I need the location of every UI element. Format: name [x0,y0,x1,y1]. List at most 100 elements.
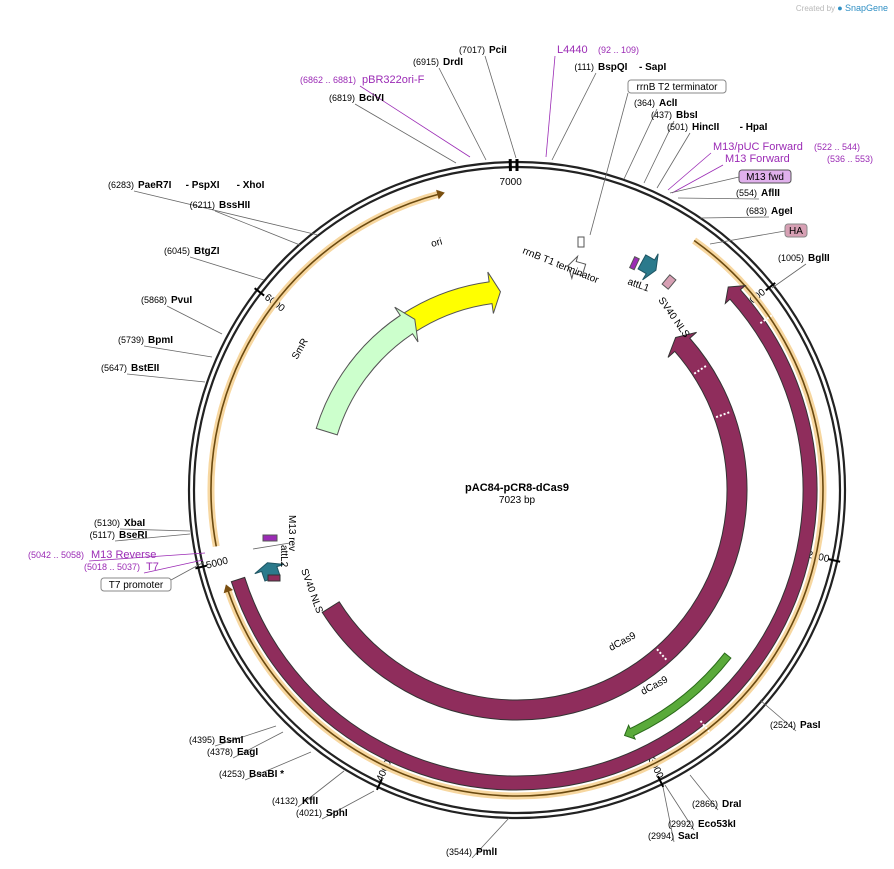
enzyme-name-16: AgeI [771,206,793,217]
primer-name-3: M13 Forward [725,153,790,165]
boxed-feature-0[interactable] [627,79,727,94]
primer-name-4: M13 Reverse [91,549,156,561]
boxed-feature-label-0: rrnB T2 terminator [637,82,719,93]
enzyme-pos-1: (6915) [413,57,439,67]
enzyme-name-1: DrdI [443,57,463,68]
dcas9-inner-arrow[interactable] [321,331,748,721]
m13-rev-leader [252,542,291,550]
enzyme-pos-5: (6045) [164,246,190,256]
sv40-nls-marker-2 [267,574,281,582]
smr-arrow[interactable] [315,306,419,436]
primer-pos-1: (6862 .. 6881) [300,75,356,85]
enzyme-name-10: BseRI [119,530,148,541]
rrnb-t1-arrow[interactable] [567,254,587,281]
m13-fwd-leader [669,176,740,194]
boxed-feature-label-3: T7 promoter [109,580,164,591]
ruler-tick-6000 [254,287,265,297]
ruler-label-5000: 5000 [205,555,230,571]
enzyme-leader-12 [623,108,658,180]
enzyme-name-18: PasI [800,720,821,731]
enzyme-pos-10: (5117) [90,530,115,540]
feature-label-4: SV40 NLS [656,295,692,340]
enzyme-leader-22 [471,817,510,859]
enzyme-pos-23: (4021) [296,808,322,818]
enzyme-name-23: SphI [326,808,348,819]
enzyme-leader-24 [297,770,345,808]
enzyme-name-22: PmlI [476,847,497,858]
enzyme-name-8: BstEII [131,363,160,374]
enzyme-name-27: BsmI [219,735,244,746]
primer-leader-1 [359,85,471,158]
snapgene-brand: Created by ● SnapGene [796,3,888,13]
boxed-feature-1[interactable] [738,169,792,184]
primer-leader-3 [671,164,724,194]
enzyme-pos-13: (437) [651,110,672,120]
boxed-feature-3[interactable] [100,577,172,592]
feature-break-0 [759,313,775,325]
primer-leader-4 [88,552,206,562]
enzyme-pos-0: (7017) [459,45,485,55]
ruler-tick-2000 [828,558,841,563]
enzyme-pos-16: (683) [746,206,767,216]
feature-label-9: SV40 NLS [298,567,324,615]
ruler-tick-3000 [657,775,665,788]
enzyme-leader-5 [189,256,265,281]
boxed-feature-2[interactable] [784,223,808,238]
feature-break-3 [715,410,732,419]
enzyme-extra-3-1: - XhoI [237,180,265,191]
enzyme-pos-11: (111) [574,62,594,72]
enzyme-pos-8: (5647) [101,363,127,373]
feature-label-0: ori [430,236,444,250]
primer-pos-5: (5018 .. 5037) [84,562,140,572]
feature-label-8: attL2 [278,545,289,568]
enzyme-pos-22: (3544) [446,847,472,857]
enzyme-name-12: AclI [659,98,678,109]
dcas9-outer-arrow[interactable] [230,284,818,791]
enzyme-leader-6 [166,305,223,335]
primer-name-1: pBR322ori-F [362,74,425,86]
feature-label-7: M13 rev [286,515,297,551]
enzyme-name-19: DraI [722,799,742,810]
primer-name-2: M13/pUC Forward [713,141,803,153]
feature-break-1 [699,720,712,735]
enzyme-pos-3: (6283) [108,180,134,190]
enzyme-leader-11 [551,72,597,161]
enzyme-pos-24: (4132) [272,796,298,806]
enzyme-leader-1 [438,67,487,161]
enzyme-leader-9 [119,528,191,532]
enzyme-extra-11-0: - SapI [639,62,666,73]
enzyme-leader-21 [662,786,675,843]
enzyme-leader-16 [699,216,770,219]
leader-lines [88,55,807,859]
enzyme-pos-15: (554) [736,188,757,198]
m13-rev-marker [262,534,278,542]
feature-label-5: dCas9 [607,630,638,653]
enzyme-leader-7 [143,345,213,358]
enzyme-pos-4: (6211) [190,200,215,210]
ruler-tick-4000 [375,778,383,791]
ha-marker [661,274,677,290]
enzyme-name-25: BsaBI * [249,769,284,780]
green-feature-arrow[interactable] [623,652,732,740]
orf-arc-smr[interactable] [210,192,441,547]
feature-label-2: rrnB T1 terminator [521,246,601,287]
enzyme-leader-14 [656,132,691,189]
enzyme-pos-7: (5739) [118,335,144,345]
enzyme-name-5: BtgZI [194,246,220,257]
enzyme-pos-12: (364) [634,98,655,108]
orf-arc-smr-halo [207,190,442,548]
enzyme-name-21: SacI [678,831,699,842]
feature-group [230,236,818,791]
enzyme-leader-18 [759,699,797,732]
enzyme-name-24: KflI [302,796,318,807]
enzyme-name-17: BglII [808,253,830,264]
center-title: pAC84-pCR8-dCas9 7023 bp [465,482,569,506]
enzyme-leader-13 [643,120,675,184]
orf-arc-dcas9[interactable] [226,239,824,797]
enzyme-name-4: BssHII [219,200,250,211]
attl1-arrow[interactable] [637,253,659,281]
enzyme-name-15: AflII [761,188,780,199]
ruler-tick-5000 [195,564,208,570]
enzyme-leader-10 [114,533,191,542]
